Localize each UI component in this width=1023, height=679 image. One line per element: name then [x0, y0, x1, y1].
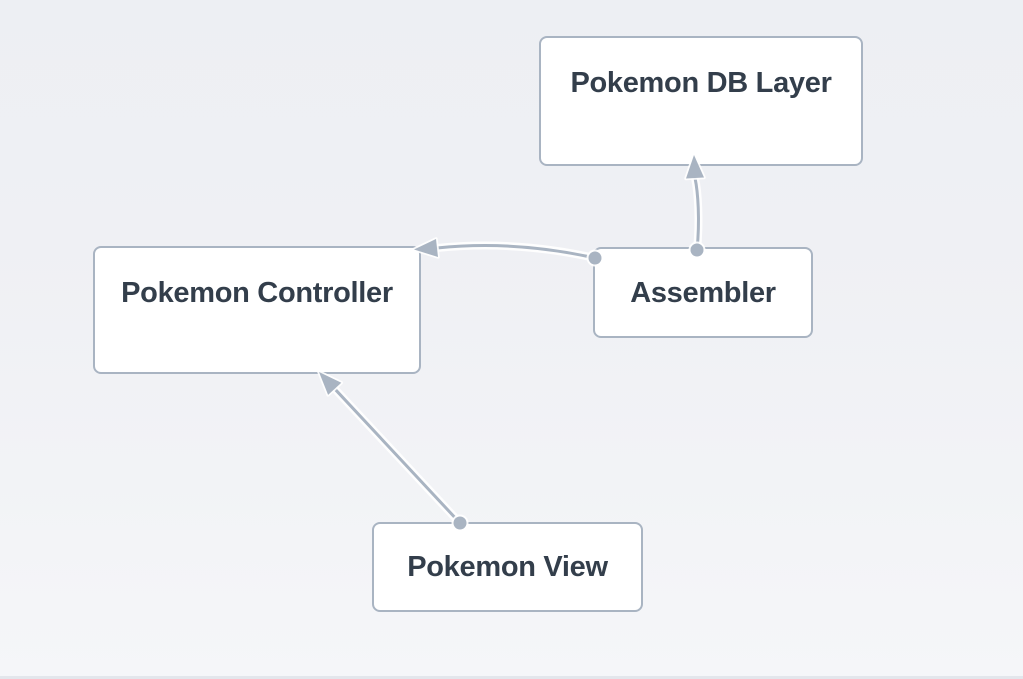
edge-pokemon-view-to-pokemon-controller[interactable] — [317, 370, 469, 532]
node-label: Pokemon View — [407, 551, 608, 583]
edge-line — [693, 176, 700, 252]
edge-line-halo — [691, 174, 703, 254]
node-label: Pokemon Controller — [121, 277, 393, 309]
edge-line — [333, 387, 462, 525]
edge-assembler-to-pokemon-controller[interactable] — [412, 237, 604, 267]
node-pokemon-db-layer[interactable]: Pokemon DB Layer — [539, 36, 863, 166]
node-label: Assembler — [630, 276, 776, 309]
edge-line-halo — [433, 241, 599, 262]
node-assembler[interactable]: Assembler — [593, 247, 813, 338]
edge-line-halo — [330, 384, 464, 527]
node-pokemon-view[interactable]: Pokemon View — [372, 522, 643, 612]
node-pokemon-controller[interactable]: Pokemon Controller — [93, 246, 421, 374]
node-label: Pokemon DB Layer — [570, 67, 832, 99]
canvas-bottom-edge — [0, 676, 1023, 679]
edge-line — [435, 244, 597, 260]
edge-arrowhead-icon — [317, 370, 344, 397]
edge-assembler-to-pokemon-db-layer[interactable] — [684, 153, 706, 259]
